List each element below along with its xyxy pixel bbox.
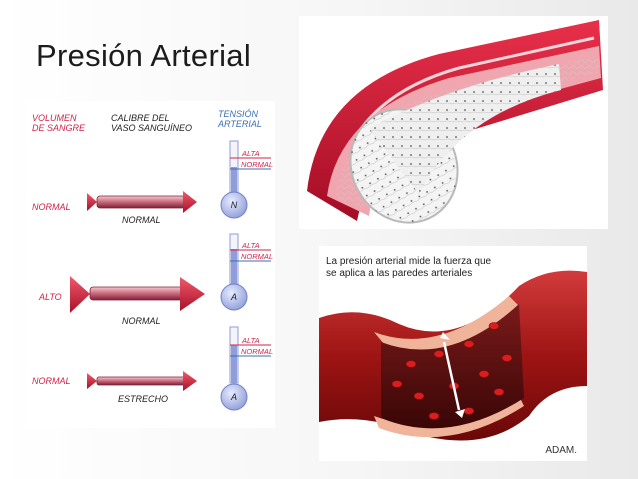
header-volume-line2: DE SANGRE	[32, 123, 86, 133]
row-1-arrow	[87, 191, 197, 213]
artery-wall-graphic	[307, 20, 603, 224]
gauge-2-alta: ALTA	[242, 241, 260, 250]
slide-title: Presión Arterial	[36, 38, 252, 73]
row-2-caliber-label: NORMAL	[122, 316, 161, 326]
header-volume-line1: VOLUMEN	[32, 113, 77, 123]
gauge-row-1	[220, 140, 271, 219]
artery-vessel-graphic	[319, 270, 587, 441]
artery-caption-line2: se aplica a las paredes arteriales	[326, 268, 473, 279]
gauge-2-normal: NORMAL	[241, 252, 274, 261]
header-tension-line1: TENSIÓN	[218, 109, 259, 119]
blood-pressure-diagram: VOLUMEN DE SANGRE CALIBRE DEL VASO SANGU…	[25, 101, 275, 428]
header-caliber-line1: CALIBRE DEL	[111, 113, 170, 123]
adam-logo: ADAM.	[545, 445, 577, 456]
row-1-volume-label: NORMAL	[32, 202, 71, 212]
gauge-1-alta: ALTA	[242, 149, 260, 158]
row-3-gauge-letter: A	[230, 392, 237, 402]
row-1-gauge-letter: N	[230, 200, 238, 210]
artery-caption-line1: La presión arterial mide la fuerza que	[326, 256, 492, 267]
gauge-3-alta: ALTA	[242, 336, 260, 345]
row-1-caliber-label: NORMAL	[122, 215, 161, 225]
diagram-graphics	[70, 140, 271, 411]
row-2-arrow	[70, 276, 205, 313]
artery-wall-illustration	[299, 16, 608, 229]
gauge-1-normal: NORMAL	[241, 160, 274, 169]
gauge-row-3	[220, 326, 271, 411]
row-2-volume-label: ALTO	[39, 292, 62, 302]
row-3-volume-label: NORMAL	[32, 376, 71, 386]
gauge-row-2	[220, 233, 271, 311]
header-tension-line2: ARTERIAL	[218, 119, 262, 129]
row-3-caliber-label: ESTRECHO	[118, 394, 169, 404]
row-3-arrow	[87, 371, 197, 391]
artery-pressure-illustration: La presión arterial mide la fuerza que s…	[319, 246, 587, 461]
row-2-gauge-letter: A	[230, 292, 237, 302]
artery-caption: La presión arterial mide la fuerza que s…	[326, 256, 566, 280]
header-caliber-line2: VASO SANGUÍNEO	[111, 123, 193, 133]
gauge-3-normal: NORMAL	[241, 347, 274, 356]
